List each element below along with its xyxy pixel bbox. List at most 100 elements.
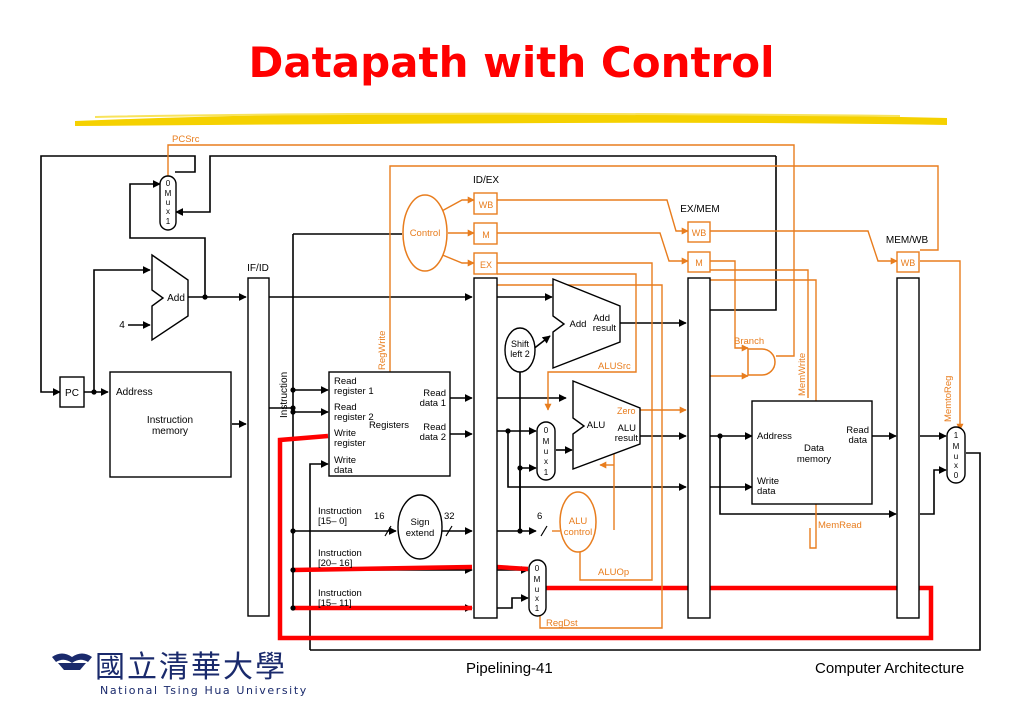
register-file: Read register 1 Read register 2 Write re… <box>328 371 451 477</box>
svg-text:data: data <box>757 486 776 497</box>
regwrite-label: RegWrite <box>377 331 388 370</box>
svg-text:Sign: Sign <box>410 517 429 528</box>
svg-text:u: u <box>166 198 170 207</box>
bits-32-label: 32 <box>444 511 455 522</box>
memtoreg-label: MemtoReg <box>943 376 954 422</box>
university-logo-icon <box>52 653 92 670</box>
svg-text:Read: Read <box>334 402 357 413</box>
id-ex-register: WB M EX ID/EX <box>473 175 499 619</box>
svg-text:MEM/WB: MEM/WB <box>886 235 929 246</box>
svg-text:0: 0 <box>544 426 549 435</box>
svg-text:register: register <box>334 438 366 449</box>
title-underline <box>75 112 947 126</box>
instr-15-0-range: [15– 0] <box>318 516 347 527</box>
svg-text:Instruction: Instruction <box>147 415 193 426</box>
svg-text:Write: Write <box>334 455 356 466</box>
regdst-label: RegDst <box>546 618 578 629</box>
ex-mem-m-field: M <box>695 258 703 268</box>
svg-text:M: M <box>953 442 960 451</box>
control-unit: Control <box>402 194 448 272</box>
id-ex-m-field: M <box>482 230 490 240</box>
id-ex-ex-field: EX <box>480 260 492 270</box>
svg-text:0: 0 <box>166 179 171 188</box>
branch-adder: Add Add result <box>552 277 621 370</box>
svg-text:Registers: Registers <box>369 420 409 431</box>
svg-text:ALU: ALU <box>587 420 606 431</box>
instr-15-11-label: Instruction <box>318 588 362 599</box>
ex-mem-register: WB M EX/MEM <box>680 204 720 619</box>
svg-text:x: x <box>954 461 958 470</box>
memread-label: MemRead <box>818 520 862 531</box>
svg-text:Zero: Zero <box>617 406 636 416</box>
control-wires <box>167 144 964 629</box>
mem-wb-register: WB MEM/WB <box>886 235 929 619</box>
instr-15-0-label: Instruction <box>318 506 362 517</box>
svg-text:1: 1 <box>535 604 540 613</box>
memwrite-label: MemWrite <box>797 353 808 396</box>
svg-text:register 1: register 1 <box>334 386 374 397</box>
svg-text:memory: memory <box>797 454 832 465</box>
svg-text:Add: Add <box>570 319 587 330</box>
svg-text:u: u <box>535 585 539 594</box>
svg-text:1: 1 <box>954 431 959 440</box>
svg-text:data: data <box>334 465 353 476</box>
svg-text:M: M <box>165 189 172 198</box>
svg-text:extend: extend <box>406 528 435 539</box>
svg-text:IF/ID: IF/ID <box>247 263 269 274</box>
svg-text:register 2: register 2 <box>334 412 374 423</box>
bit-width-marks <box>384 525 548 537</box>
svg-text:ALU: ALU <box>569 516 588 527</box>
svg-text:Write: Write <box>757 476 779 487</box>
university-logo-chinese: 國立清華大學 <box>95 650 287 685</box>
if-id-register: IF/ID <box>247 263 270 617</box>
svg-text:1: 1 <box>166 217 171 226</box>
instr-20-16-label: Instruction <box>318 548 362 559</box>
svg-text:data 2: data 2 <box>420 432 446 443</box>
sign-extend: Sign extend <box>397 494 443 560</box>
svg-text:x: x <box>166 207 170 216</box>
course-title: Computer Architecture <box>815 660 965 677</box>
svg-text:left 2: left 2 <box>510 349 530 359</box>
instruction-memory: Address Instruction memory <box>109 371 232 478</box>
regdst-mux: 0 M u x 1 <box>528 559 547 617</box>
svg-text:ALU: ALU <box>618 423 637 434</box>
svg-text:Add: Add <box>593 313 610 324</box>
shift-left-2: Shift left 2 <box>504 327 536 373</box>
alu-control: ALU control <box>559 491 597 553</box>
svg-text:Control: Control <box>410 228 441 239</box>
svg-text:Read: Read <box>423 388 446 399</box>
svg-text:Address: Address <box>757 431 792 442</box>
svg-text:result: result <box>593 323 617 334</box>
alusrc-label: ALUSrc <box>598 361 631 372</box>
bits-16-label: 16 <box>374 511 385 522</box>
instruction-bus-label: Instruction <box>279 372 290 418</box>
university-logo-english: National Tsing Hua University <box>100 684 308 697</box>
svg-text:Add: Add <box>167 293 185 304</box>
alu: ALU Zero ALU result <box>572 379 641 471</box>
control-signal-labels: PCSrc RegWrite Branch ALUSrc MemWrite Me… <box>172 134 954 629</box>
svg-text:u: u <box>544 447 548 456</box>
svg-text:result: result <box>615 433 639 444</box>
pc-source-mux: 0 M u x 1 <box>159 175 177 231</box>
svg-text:x: x <box>544 457 548 466</box>
svg-text:Shift: Shift <box>511 339 530 349</box>
svg-text:x: x <box>535 594 539 603</box>
svg-text:0: 0 <box>954 471 959 480</box>
svg-text:u: u <box>954 452 958 461</box>
aluop-label: ALUOp <box>598 567 629 578</box>
pcsrc-label: PCSrc <box>172 134 200 145</box>
svg-text:M: M <box>543 437 550 446</box>
svg-text:M: M <box>534 575 541 584</box>
pc-adder: Add <box>151 253 189 342</box>
svg-text:0: 0 <box>535 564 540 573</box>
instr-20-16-range: [20– 16] <box>318 558 352 569</box>
svg-text:PC: PC <box>65 388 79 399</box>
memtoreg-mux: 1 M u x 0 <box>946 426 966 484</box>
ex-mem-wb-field: WB <box>692 228 707 238</box>
svg-text:control: control <box>564 527 593 538</box>
constant-four: 4 <box>119 320 125 331</box>
svg-text:Address: Address <box>116 387 153 398</box>
junction-dots <box>91 294 723 611</box>
data-memory: Address Write data Data memory Read data <box>751 400 873 505</box>
svg-text:Read: Read <box>423 422 446 433</box>
